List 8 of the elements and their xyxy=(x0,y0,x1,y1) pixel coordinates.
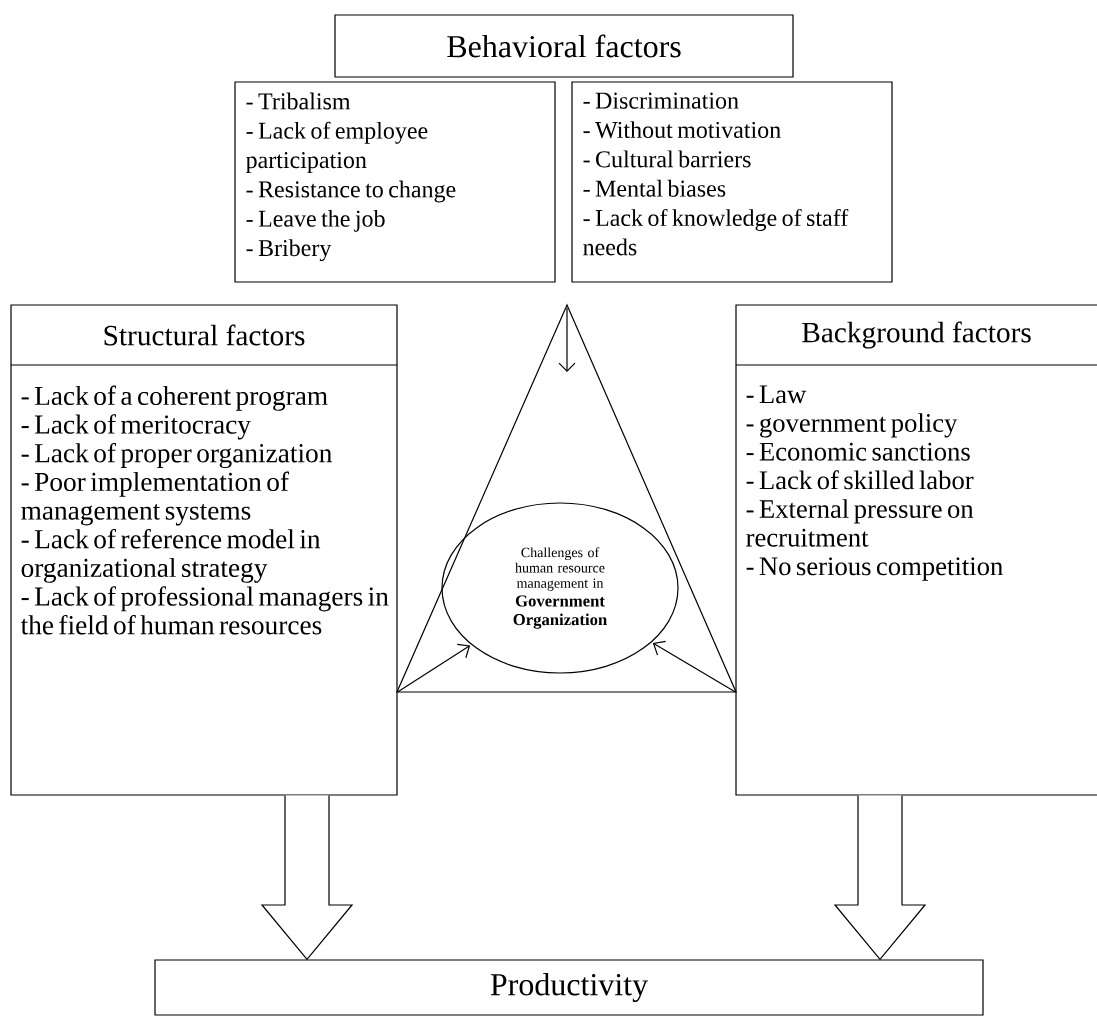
factor-box: Structural factors - Lack of a coherent program - Lack of meritocracy - Lack of proper organization - Poor implementation of management systems - Lack of reference model in organizational strategy - Lack of professional managers in the field of human resources xyxy=(10,304,398,796)
block-arrow xyxy=(833,795,927,961)
block-arrow xyxy=(260,795,354,961)
list-box: - Tribalism - Lack of employee participation - Resistance to change - Leave the job - Bribery xyxy=(234,81,556,283)
title-box: Productivity xyxy=(154,959,984,1016)
list-box: - Discrimination - Without motivation - Cultural barriers - Mental biases - Lack of knowledge of staff needs xyxy=(571,81,893,283)
factor-box: Background factors - Law - government policy - Economic sanctions - Lack of skilled labor - External pressure on recruitment - No serious competition xyxy=(735,304,1097,796)
title-box: Behavioral factors xyxy=(334,14,794,78)
